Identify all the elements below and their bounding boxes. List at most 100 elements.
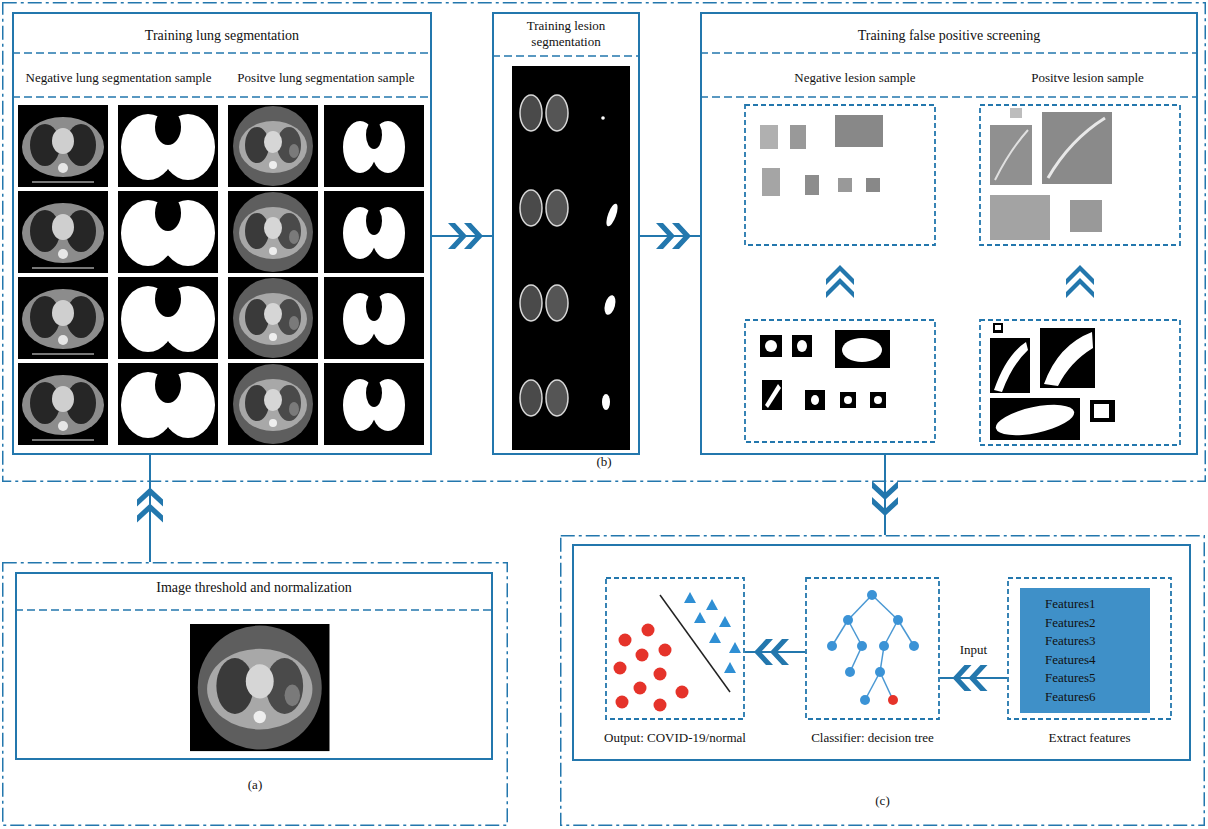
text-slot: (a) [2,777,508,793]
chevron-head [969,665,988,691]
negative-lesion-patch [805,175,819,195]
sample-group-box [745,105,935,245]
negative-lesion-mask [760,330,890,410]
classifier-frame [573,545,1190,760]
positive-lesion-patch [1070,200,1102,232]
text-slot: Output: COVID-19/normal [575,730,775,746]
classifier-frame [573,545,1190,760]
box-caption: Output: COVID-19/normal [575,730,775,746]
decision-tree-icon [860,695,870,705]
positive-lesion-mask [1044,332,1093,386]
header-divider [700,96,1198,98]
positive-lesion-mask [1094,404,1109,418]
lesion-sample-strip [603,294,618,316]
decision-boundary-plot [614,624,689,712]
negative-lesion-mask [842,338,882,362]
text-slot: Input [944,640,1004,658]
decision-tree-icon [893,615,903,625]
ct-sample-grid [118,105,218,187]
decision-boundary-plot [654,699,667,712]
ct-scan [190,624,330,751]
lesion-sample-strip [604,202,620,227]
decision-boundary-plot [654,668,667,681]
box-outline [701,13,1197,454]
stage-region: Training lung segmentationNegative lung … [2,2,1206,482]
sample-group-box [745,320,935,442]
lesion-sample-strip [520,380,568,416]
box-outline [493,13,639,454]
ct-sample-grid [18,105,424,445]
panel-letter: (a) [2,777,508,793]
header-divider [12,53,1198,610]
positive-lesion-mask [993,399,1077,441]
ct-sample-grid [324,105,424,187]
negative-lesion-patch [790,125,806,149]
text-slot: Features6 [1045,689,1145,705]
decision-boundary-plot [724,662,736,673]
panel-letter: (c) [560,793,1205,809]
decision-boundary-plot [634,682,647,695]
ct-sample-grid [324,363,424,445]
text-slot: Positve lesion sample [980,70,1195,86]
feature-list: Features1Features2Features3Features4Feat… [1020,588,1150,713]
decision-tree-icon [843,615,853,625]
negative-lesion-mask [760,335,782,357]
edge-label: Input [958,642,989,658]
decision-boundary-plot [676,686,689,699]
chevron-head [953,665,972,691]
text-slot: Classifier: decision tree [775,730,970,746]
decision-boundary-plot [659,644,672,657]
box-outline [492,12,640,455]
text-slot: Training false positive screening [700,28,1198,45]
positive-lesion-mask [990,338,1030,393]
box-outline [3,3,1206,482]
chevron-connector [137,455,163,562]
panel-heading: Training false positive screening [700,28,1198,45]
ct-sample-grid [324,191,424,273]
decision-tree-icon [888,695,898,705]
lesion-sample-strip [512,66,630,450]
chevron-connector [940,665,1007,691]
lesion-sample-strip [520,95,568,131]
decision-boundary-plot [684,592,696,603]
stage-region: Output: COVID-19/normalClassifier: decis… [560,535,1205,826]
chevron-head [672,223,691,249]
decision-boundary-plot [694,612,706,623]
chevron-symbol [826,265,854,298]
decision-boundary-plot [616,696,629,709]
box-outline [606,578,744,719]
training-panel: Training lung segmentationNegative lung … [12,12,432,455]
chevron-symbol [826,265,1094,298]
positive-lesion-mask [1090,400,1115,422]
header-divider [492,55,640,57]
ct-sample-grid [228,105,318,187]
output-box: Output: COVID-19/normal [605,577,745,720]
ct-sample-grid [228,363,318,445]
negative-lesion-patch [838,178,852,192]
box-caption: Classifier: decision tree [775,730,970,746]
classifier-box: Classifier: decision tree [805,577,940,720]
ct-sample-grid [228,277,318,359]
negative-lesion-mask [870,392,886,408]
training-panel: Training false positive screeningNegativ… [700,12,1198,455]
ct-sample-grid [18,105,108,187]
preprocess-panel: Image threshold and normalization [15,572,493,760]
chevron-head [137,504,163,523]
positive-lesion-patch [1042,112,1112,184]
negative-lesion-mask [840,392,856,408]
sample-group-box [980,105,1180,245]
ct-scan [190,624,330,751]
sample-group-box [745,105,1180,445]
decision-tree-icon [832,595,914,700]
negative-lesion-patch [866,178,880,192]
header-divider [15,609,493,611]
chevron-head [656,223,675,249]
panel-heading: Training lung segmentation [12,28,432,45]
text-slot: Positve lung segmentation sample [224,70,428,86]
positive-lesion-patch [995,130,1028,180]
box-outline [13,13,431,454]
ct-sample-grid [118,363,218,445]
chevron-head [770,639,789,665]
positive-lesion-patch [1010,108,1022,118]
